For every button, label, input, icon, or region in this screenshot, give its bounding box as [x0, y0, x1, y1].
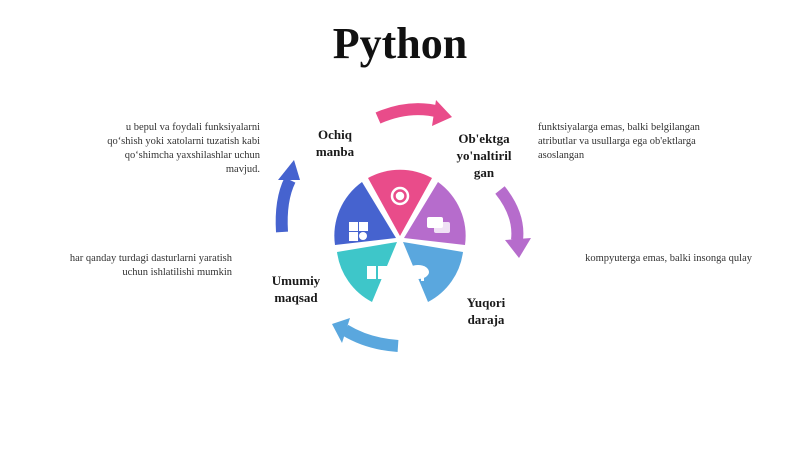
page-title: Python [332, 19, 468, 68]
desc-general-purpose: har qanday turdagi dasturlarni yaratish … [69, 253, 232, 278]
arrow-blue [275, 160, 300, 233]
desc-open-source: u bepul va foydali funksiyalarni qo‘shis… [107, 122, 260, 175]
segment-high-level [403, 242, 463, 302]
label-open-source: Ochiq manba [315, 127, 355, 159]
desc-high-level: kompyuterga emas, balki insonga qulay [585, 253, 752, 264]
label-object-oriented: Ob'ektga yo'naltiril gan [456, 131, 512, 180]
arrow-purple [495, 186, 531, 258]
arrow-lightblue [332, 318, 399, 352]
piggy-bank-icon [407, 265, 429, 281]
arrow-pink [375, 100, 452, 126]
segment-object-oriented [404, 182, 466, 245]
gear-icon [390, 186, 410, 206]
book-icon [367, 266, 387, 279]
label-high-level: Yuqori daraja [466, 295, 506, 327]
label-general-purpose: Umumiy maqsad [271, 273, 321, 305]
desc-object-oriented: funktsiyalarga emas, balki belgilangan a… [538, 122, 700, 161]
chat-icon [427, 217, 450, 233]
puzzle-icon [349, 222, 368, 241]
